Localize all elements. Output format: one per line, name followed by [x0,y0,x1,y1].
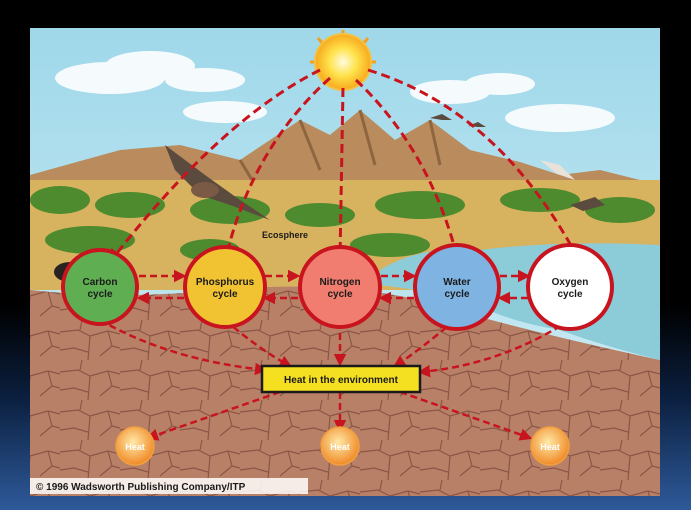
heat-node-right-label: Heat [540,442,560,452]
carbon-cycle-node: Carbon cycle [61,248,139,326]
oxygen-cycle-label-1: Oxygen [552,277,589,288]
heat-node-left-label: Heat [125,442,145,452]
mountain-ridges [238,109,442,186]
sun [310,30,376,91]
heat-node-left: Heat [115,426,155,466]
phosphorus-cycle-node: Phosphorus cycle [183,245,267,329]
heat-node-center: Heat [320,426,360,466]
cycle-link-arrows [136,269,531,305]
phosphorus-cycle-label-1: Phosphorus [196,277,255,288]
heat-box-label: Heat in the environment [284,375,399,386]
solar-energy-arrows [108,68,582,265]
nitrogen-cycle-label-1: Nitrogen [319,277,360,288]
carbon-cycle-label-1: Carbon [83,277,118,288]
heat-node-center-label: Heat [330,442,350,452]
copyright-bg [30,478,308,494]
oxygen-cycle-node: Oxygen cycle [526,243,614,331]
water-cycle-label-2: cycle [444,289,469,300]
carbon-cycle-label-2: cycle [87,289,112,300]
heat-nodes: Heat Heat Heat [115,426,570,466]
heat-dispersal-arrows [145,390,533,441]
heat-node-right: Heat [530,426,570,466]
oxygen-cycle-label-2: cycle [557,289,582,300]
clouds [55,51,615,132]
copyright-text: © 1996 Wadsworth Publishing Company/ITP [36,482,246,493]
nitrogen-cycle-node: Nitrogen cycle [298,245,382,329]
phosphorus-cycle-label-2: cycle [212,289,237,300]
ecosphere-label: Ecosphere [262,230,308,240]
cycle-nodes: Carbon cycle Phosphorus cycle Nitrogen c… [61,243,614,331]
birds [165,114,605,220]
heat-in-environment-box: Heat in the environment [260,364,422,394]
nitrogen-cycle-label-2: cycle [327,289,352,300]
water-cycle-node: Water cycle [413,243,501,331]
water-cycle-label-1: Water [443,277,471,288]
